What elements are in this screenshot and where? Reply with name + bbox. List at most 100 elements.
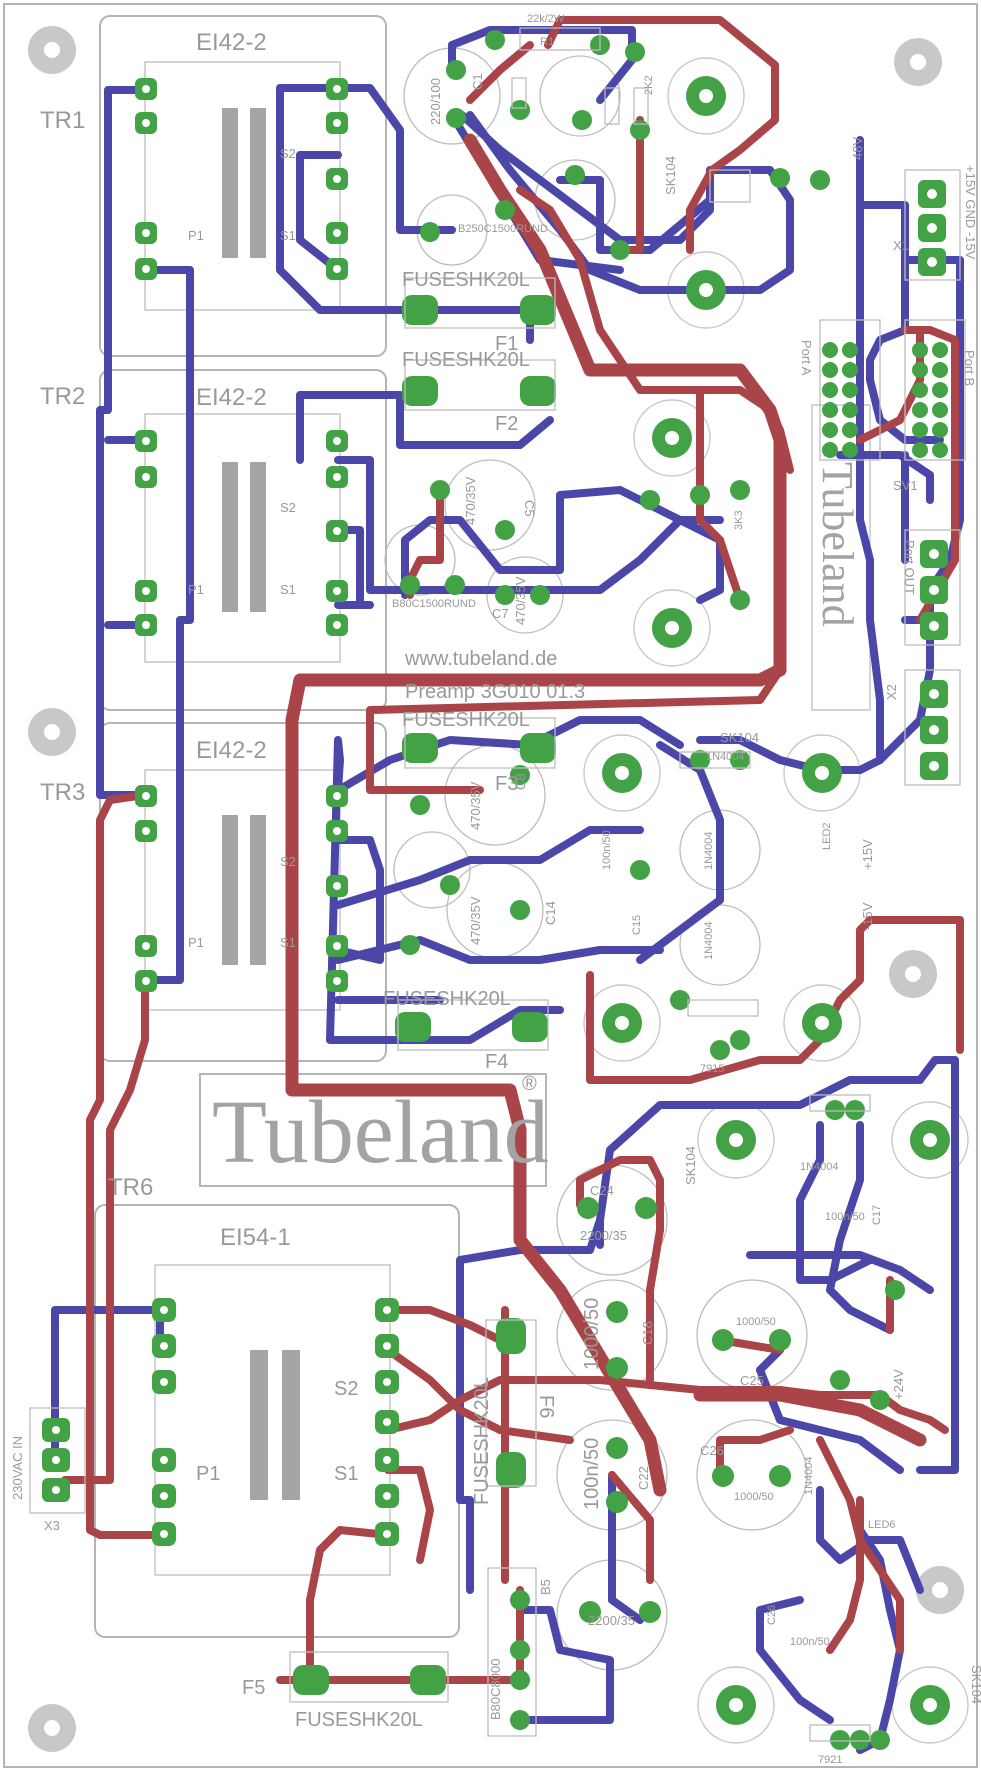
component-outlines — [29, 27, 966, 1742]
mounting-holes — [28, 26, 964, 1752]
x2-ref: X2 — [884, 684, 899, 700]
c1-value: 220/100 — [428, 78, 443, 125]
d7-value: 1N4004 — [703, 921, 715, 960]
tr1-s1: S1 — [280, 228, 296, 243]
c5-value: 470/35V — [463, 476, 478, 525]
port-a-label: Port A — [799, 340, 814, 376]
brand-registered: ® — [522, 1073, 537, 1095]
tr6-s2: S2 — [334, 1378, 358, 1400]
tr2-type: EI42-2 — [196, 384, 267, 411]
tr3-s2: S2 — [280, 854, 296, 869]
tr1-primary: P1 — [188, 228, 204, 243]
bridge1-value: B250C1500RUND — [458, 223, 548, 235]
x1-ref: X1 — [893, 238, 909, 253]
c7-ref: C7 — [492, 606, 509, 621]
x3-ref: X3 — [44, 1518, 60, 1533]
transformer-outlines — [94, 15, 871, 1638]
f1-type: FUSESHK20L — [402, 269, 530, 291]
c-bottom-value: 2200/35 — [588, 1613, 635, 1628]
r-value: 3K3 — [733, 510, 745, 530]
rail-48v: 48V — [850, 137, 865, 160]
r2-value: 2K2 — [643, 75, 655, 95]
pad-holes — [52, 85, 939, 1712]
f4-type: FUSESHK20L — [383, 988, 511, 1010]
regulator-7921: 7921 — [818, 1754, 842, 1766]
c5-ref: C5 — [522, 500, 537, 517]
f2-ref: F2 — [495, 413, 518, 435]
f4-ref: F4 — [485, 1051, 508, 1073]
regulator-7915: 7915 — [700, 1063, 724, 1075]
b5-ref: B5 — [538, 1579, 553, 1595]
c25-value: 100n/50 — [581, 1438, 603, 1510]
tr1-type: EI42-2 — [196, 29, 267, 56]
c22-value: 1000/50 — [736, 1316, 776, 1328]
tr3-primary: P1 — [188, 935, 204, 950]
heatsink-1-label: SK104 — [663, 156, 678, 195]
brand-logo-vertical: Tubeland — [813, 462, 862, 627]
tr1-label: TR1 — [40, 107, 85, 134]
led2-label: LED2 — [821, 822, 833, 850]
r1-value: 22k/2W — [527, 13, 565, 25]
f3-type: FUSESHK20L — [402, 709, 530, 731]
r1-ref: R1 — [540, 36, 554, 48]
d5-value: 1N4004 — [706, 751, 745, 763]
port-b-label: Port B — [962, 350, 977, 386]
tr2-label: TR2 — [40, 383, 85, 410]
f1-ref: F1 — [495, 333, 518, 355]
rail-plus15: +15V — [860, 839, 875, 870]
blue-traces — [51, 26, 964, 1754]
tr6-label: TR6 — [108, 1174, 153, 1201]
f2-type: FUSESHK20L — [402, 349, 530, 371]
c16-ref: C18 — [640, 1321, 655, 1345]
x1-label: +15V GND -15V — [963, 165, 978, 260]
pads — [42, 30, 950, 1750]
c22-ref: C25 — [740, 1373, 764, 1388]
c7-value: 470/35V — [513, 576, 528, 625]
c15-value: 100n/50 — [601, 830, 613, 870]
x3-label: 230VAC IN — [10, 1436, 25, 1500]
c8-ref: C8 — [513, 773, 528, 790]
c17-value: 100n/50 — [825, 1211, 865, 1223]
tr1-s2: S2 — [280, 146, 296, 161]
preamp-label: Preamp 3G010 01.3 — [405, 681, 585, 703]
f5-type: FUSESHK20L — [295, 1709, 423, 1731]
rail-plus24: +24V — [891, 1369, 906, 1400]
brand-logo: Tubeland — [212, 1083, 549, 1182]
c14-ref: C14 — [543, 901, 558, 925]
c17-ref: C17 — [871, 1205, 883, 1225]
tr2-s1: S1 — [280, 582, 296, 597]
tr6-s1: S1 — [334, 1463, 358, 1485]
f3-ref: F3 — [495, 773, 518, 795]
tr6-type: EI54-1 — [220, 1224, 291, 1251]
d6-value: 1N4004 — [703, 831, 715, 870]
d13-value: 1N4004 — [803, 1456, 815, 1495]
tr2-s2: S2 — [280, 500, 296, 515]
c26-ref: C26 — [766, 1605, 778, 1625]
c14-value: 470/35V — [468, 896, 483, 945]
c8-value: 470/35V — [468, 781, 483, 830]
heatsink-4-label: SK104 — [969, 1665, 981, 1704]
tr3-type: EI42-2 — [196, 737, 267, 764]
c15-ref: C15 — [631, 915, 643, 935]
board-outline — [3, 3, 978, 1768]
c25-ref: C22 — [636, 1466, 651, 1490]
tr3-label: TR3 — [40, 779, 85, 806]
silkscreen-text: TR1 EI42-2 P1 S2 S1 TR2 EI42-2 P1 S2 S1 … — [10, 13, 981, 1766]
c18-ref: C24 — [590, 1183, 614, 1198]
f5-ref: F5 — [242, 1677, 265, 1699]
c24-value: 1000/50 — [734, 1491, 774, 1503]
bridge2-value: B80C1500RUND — [392, 598, 476, 610]
heatsink-3-label: SK104 — [683, 1146, 698, 1185]
heatsink-2-label: SK104 — [720, 730, 759, 745]
port-out-label: Port OUT — [902, 540, 917, 595]
c18-value: 2200/35 — [580, 1228, 627, 1243]
website: www.tubeland.de — [404, 648, 557, 670]
c1-ref: C1 — [470, 73, 485, 90]
f6-type: FUSESHK20L — [471, 1377, 493, 1505]
tr2-primary: P1 — [188, 582, 204, 597]
c24-ref: C26 — [700, 1443, 724, 1458]
rail-minus15: -15V — [860, 902, 875, 930]
led6-label: LED6 — [868, 1519, 896, 1531]
c26-value: 100n/50 — [790, 1636, 830, 1648]
